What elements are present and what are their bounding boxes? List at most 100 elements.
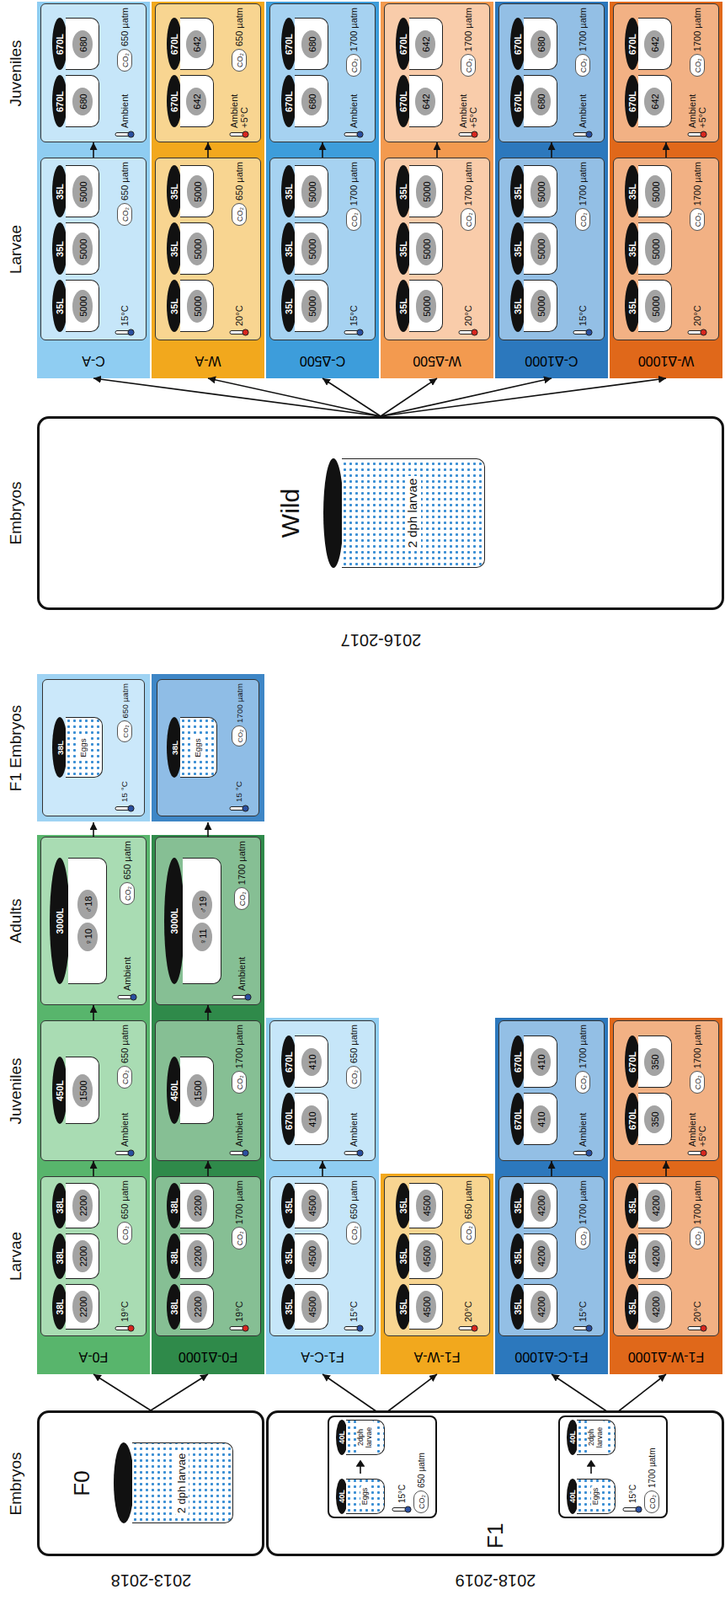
tank-contents: Eggs [360,1484,371,1508]
fish-count: 1500 [186,1073,208,1106]
co2: CO₂650 µatm [460,1179,476,1244]
tank-icon: 35L4200 [624,1232,672,1279]
co2-label: CO₂ [579,212,588,227]
tank-body: 4200 [638,1283,672,1329]
tank-icon: 35L4200 [624,1182,672,1228]
tank-icon: 450L 1500 [166,1056,214,1125]
fish-count: 5000 [72,232,93,265]
thermometer-bulb [127,131,134,138]
tank-icon: 35L4500 [395,1182,443,1228]
tank-icon: 35L4500 [281,1232,329,1279]
fish-count: 4500 [415,1188,437,1221]
co2-label: CO₂ [350,212,359,227]
tank-icon: 38L2200 [52,1182,100,1228]
thermometer-icon [229,1148,250,1157]
flow-arrow [550,142,553,158]
tank-body: 2200 [65,1182,100,1228]
fish-count: 410 [301,1047,322,1075]
period-label: 2013-2018 [110,1569,192,1589]
tank-body: 350 [638,1035,672,1088]
co2-label: CO₂ [235,1230,245,1245]
fish-count: 5000 [645,232,666,265]
conditions-row: 19°CCO₂650 µatm [114,1179,135,1332]
fish-number: 350 [650,1110,661,1126]
tank-icon: 35L5000 [52,223,100,276]
tank-row: 35L450035L450035L4500 [281,1182,329,1329]
fish-count: 5000 [186,232,208,265]
fish-number: 680 [536,36,547,52]
rearing-panel: 35L500035L500035L500020°CCO₂1700 µatm [383,157,491,341]
thermometer-icon [572,1148,593,1157]
tank-body: 4500 [294,1232,329,1279]
temperature-value: Ambient [234,1112,245,1147]
co2-cloud: CO₂ [689,53,705,77]
temperature-value: Ambient [119,94,130,128]
treatment-label: F1-C-Δ1000 [514,1348,588,1364]
stage-header: Larvae [6,1162,26,1349]
tank-body: 642 [638,18,672,71]
fish-number: 4200 [650,1295,662,1317]
conditions-row: AmbientCO₂1700 µatm [229,1023,250,1157]
thermometer-bulb [242,329,249,336]
co2-cloud: CO₂ [346,1220,362,1244]
fish-count: 2200 [72,1290,93,1323]
tank-volume: 670L [512,1108,523,1130]
tank-row: 35L420035L420035L4200 [624,1182,672,1329]
treatment-label: F1-W-Δ1000 [628,1348,704,1364]
fish-count: ♀11 [191,922,213,951]
co2-cloud: CO₂ [231,1226,247,1249]
pco2-value: 650 µatm [120,682,130,718]
fish-count: 680 [301,30,322,58]
tank-volume: 40L [568,1429,577,1444]
temperature: 19°C [114,1300,135,1332]
tank-body: 642 [180,75,214,128]
tank-body: 5000 [409,223,443,276]
fish-count: 410 [301,1104,322,1132]
tank-volume: 35L [398,1298,409,1315]
fish-count: 642 [186,87,207,115]
pco2-value: 1700 µatm [577,161,588,206]
tank-body: 4500 [409,1182,443,1228]
tank-icon: 35L5000 [510,223,558,276]
co2-cloud: CO₂ [346,207,362,231]
tank-volume: 35L [627,183,638,200]
tank-volume: 35L [512,1247,523,1264]
flow-arrow [551,1373,614,1415]
fish-count: ♀10 [77,922,98,952]
flow-arrow [207,1004,209,1020]
fish-number: 2200 [192,1295,203,1317]
thermometer-bulb [700,1149,707,1156]
tank-body: 5000 [294,223,329,276]
tank-volume: 670L [627,90,638,112]
fish-count: 5000 [645,175,666,208]
thermometer-icon [229,804,250,812]
incubation-group: 40LEggs40L2dph larvae15°CCO₂1700 µatm [558,1414,668,1518]
treatment-label: C-Δ500 [299,352,346,368]
tank-icon: 670L642 [166,18,214,71]
tank-icon: 40L2dph larvae [335,1418,385,1455]
tank-volume: 450L [169,1079,180,1101]
tank-body: 680 [294,75,329,128]
tank-row: 670L350670L350 [624,1035,672,1146]
tank-icon: 35L5000 [281,280,329,333]
thermometer-bulb [127,329,134,336]
tank-volume: 35L [54,298,65,315]
fish-number: 5000 [421,238,432,259]
tank-icon: 38L2200 [166,1232,214,1279]
tank-volume: 35L [283,1298,294,1315]
thermometer-icon [458,130,479,139]
thermometer-icon [229,130,250,139]
temperature: 20°C [229,304,250,336]
stage-header-text: Juveniles [6,1056,25,1124]
fish-number: 5000 [421,295,432,316]
band-label-strip: F1-C-A [266,1338,379,1374]
tank-row: 38LEggs [52,717,103,779]
co2-cloud: CO₂ [689,207,705,231]
temperature: 15 °C [229,780,250,812]
flow-arrow [92,821,95,837]
tank-icon: 3000L♀10♂18 [49,857,107,984]
tank-row: 38L220038L220038L2200 [166,1182,214,1329]
stage-header-text: Embryos [6,1451,25,1515]
co2-label: CO₂ [121,1225,130,1240]
co2: CO₂650 µatm [117,1023,133,1088]
